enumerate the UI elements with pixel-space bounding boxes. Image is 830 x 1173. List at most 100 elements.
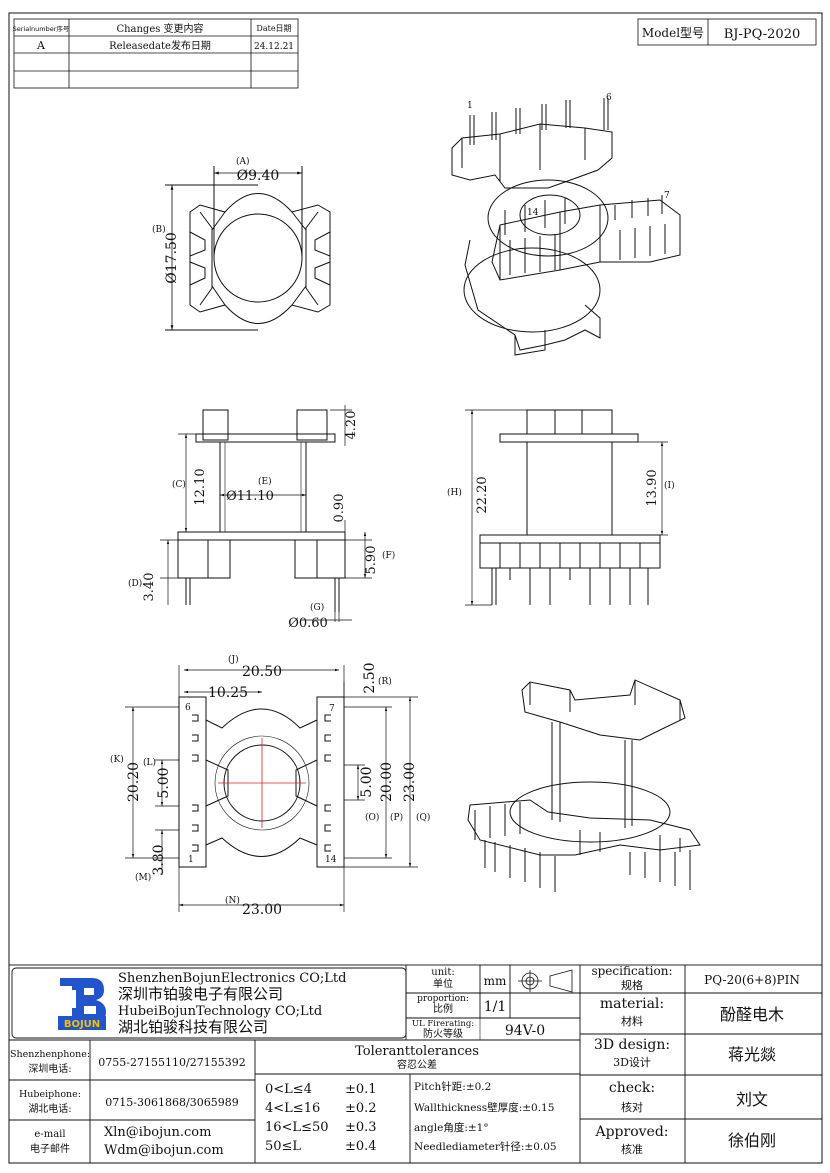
dim-J-value: 20.50 (242, 664, 282, 680)
dim-N-value: 23.00 (242, 902, 282, 918)
unit-value: mm (484, 974, 507, 988)
approved-label1: Approved: (594, 1124, 668, 1140)
dim-H-value: 22.20 (475, 476, 490, 513)
contact-email-value1: Xln@ibojun.com (104, 1125, 211, 1140)
proportion-label2: 比例 (433, 1002, 453, 1015)
contact-sz-value: 0755-27155110/27155392 (98, 1056, 245, 1069)
tol-range-1: 4<L≤16 (265, 1101, 320, 1116)
iso-pin-1: 1 (467, 101, 473, 111)
dim-L-tag: (L) (143, 757, 156, 768)
tol-note-wall: Wallthickness壁厚度:±0.15 (414, 1101, 554, 1114)
tol-range-3: 50≤L (265, 1139, 301, 1154)
contact-sz-label2: 深圳电话: (28, 1062, 71, 1075)
dim-top-h-value: 4.20 (344, 411, 359, 440)
model-box (637, 18, 817, 46)
dim-B-value: Ø17.50 (164, 232, 180, 284)
dim-P-tag: (P) (390, 812, 403, 823)
dim-O-tag: (O) (365, 812, 379, 823)
rev-header-changes: Changes 变更内容 (116, 22, 203, 35)
logo-text: BOJUN (64, 1019, 100, 1030)
model-value: BJ-PQ-2020 (724, 27, 801, 42)
model-label: Model型号 (642, 26, 704, 40)
tol-range-2: 16<L≤50 (265, 1120, 329, 1135)
dim-K-value: 20.20 (126, 762, 142, 802)
dim-I-value: 13.90 (645, 469, 660, 506)
approved-label2: 核准 (621, 1142, 643, 1156)
check-label1: check: (609, 1080, 655, 1096)
unit-label2: 单位 (433, 977, 453, 990)
projection-symbol-icon (518, 969, 573, 993)
dim-E-tag: (E) (258, 476, 272, 487)
dim-N-tag: (N) (225, 895, 240, 906)
material-label2: 材料 (621, 1014, 643, 1028)
dim-A-tag: (A) (236, 156, 250, 167)
contact-email-label2: 电子邮件 (30, 1142, 70, 1155)
dim-A-value: Ø9.40 (237, 168, 280, 184)
tol-range-0: 0<L≤4 (265, 1082, 312, 1097)
rev-row-serial: A (36, 39, 46, 52)
dim-K-tag: (K) (110, 754, 124, 765)
company-line3: HubeiBojunTechnology CO;Ltd (118, 1004, 322, 1019)
contact-email-label1: e-mail (34, 1129, 65, 1140)
dim-Q-value: 23.00 (402, 762, 418, 802)
tol-value-2: ±0.3 (345, 1120, 377, 1135)
dim-F-tag: (F) (382, 550, 395, 561)
ul-label1: UL Firerating: (412, 1019, 474, 1029)
dim-D-value: 3.40 (142, 573, 157, 602)
dim-F-value: 5.90 (364, 546, 379, 575)
dim-H-tag: (H) (447, 487, 462, 498)
tolerance-title1: Toleranttolerances (355, 1044, 479, 1059)
material-label1: material: (600, 996, 664, 1012)
proportion-label1: proportion: (417, 994, 469, 1004)
spec-value: PQ-20(6+8)PIN (704, 973, 800, 987)
revision-table (13, 18, 299, 89)
dim-P-value: 20.00 (379, 762, 395, 802)
tol-note-needle: Needlediameter针径:±0.05 (414, 1140, 557, 1153)
front-view (160, 405, 372, 622)
company-line1: ShenzhenBojunElectronics CO;Ltd (118, 971, 346, 986)
rev-header-serial: Serialnumber序号 (13, 24, 70, 33)
bojun-logo: BOJUN (58, 978, 106, 1030)
dim-M-value: 3.80 (151, 844, 167, 875)
dim-Q-tag: (Q) (416, 812, 430, 823)
iso-pin-6: 6 (606, 93, 612, 103)
dim-D-tag: (D) (128, 578, 142, 589)
dim-O-value: 5.00 (359, 766, 375, 797)
dim-I-tag: (I) (664, 480, 675, 491)
design-label2: 3D设计 (613, 1056, 651, 1069)
bottom-pin-6: 6 (185, 703, 191, 713)
title-block (8, 964, 823, 1164)
company-line2: 深圳市铂骏电子有限公司 (118, 985, 283, 1003)
dim-E-value: Ø11.10 (226, 489, 274, 504)
dim-R-tag: (R) (378, 676, 392, 687)
contact-sz-label1: Shenzhenphone: (10, 1049, 90, 1060)
proportion-value: 1/1 (484, 999, 507, 1015)
top-view (165, 166, 331, 331)
ul-value: 94V-0 (505, 1023, 545, 1039)
tolerance-title2: 容忍公差 (397, 1058, 437, 1071)
iso-pin-7: 7 (664, 191, 670, 201)
tol-note-pitch: Pitch针距:±0.2 (414, 1080, 491, 1093)
contact-hb-label1: Hubeiphone: (19, 1089, 81, 1100)
iso-pin-14: 14 (527, 208, 539, 218)
design-value: 蒋光燚 (728, 1045, 776, 1064)
contact-hb-value: 0715-3061868/3065989 (105, 1096, 238, 1109)
dim-G-tag: (G) (310, 602, 324, 613)
iso-view-top (451, 98, 681, 356)
rev-row-changes: Releasedate发布日期 (109, 39, 211, 52)
dim-G-value: Ø0.60 (288, 616, 328, 631)
tol-value-3: ±0.4 (345, 1139, 377, 1154)
spec-label2: 规格 (621, 978, 643, 992)
iso-view-bottom (467, 679, 701, 892)
check-value: 刘文 (736, 1090, 768, 1109)
company-line4: 湖北铂骏科技有限公司 (118, 1018, 268, 1036)
check-label2: 核对 (621, 1100, 643, 1114)
dim-half-value: 10.25 (208, 685, 248, 701)
rev-header-date: Date日期 (256, 24, 291, 33)
dim-B-tag: (B) (152, 224, 166, 235)
side-view (465, 409, 668, 606)
approved-value: 徐伯刚 (728, 1131, 776, 1150)
dim-C-value: 12.10 (193, 468, 208, 505)
spec-label1: specification: (591, 964, 672, 978)
